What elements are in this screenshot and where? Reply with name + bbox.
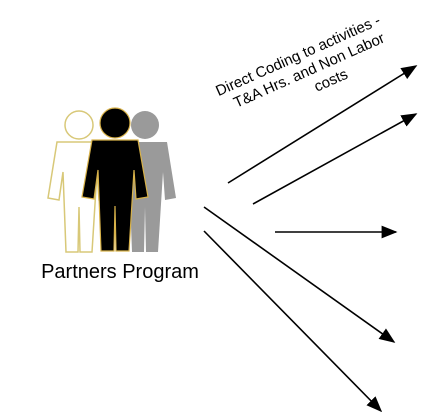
- group-label: Partners Program: [41, 261, 199, 283]
- annotation: Direct Coding to activities - T&A Hrs. a…: [213, 12, 387, 112]
- arrow-4: [203, 206, 396, 343]
- arrow-2: [252, 113, 418, 205]
- arrow-1: [227, 65, 418, 184]
- person-black-icon: [81, 107, 149, 252]
- arrows: [203, 65, 418, 413]
- arrow-5: [203, 230, 383, 413]
- people-group-icon: [47, 107, 176, 253]
